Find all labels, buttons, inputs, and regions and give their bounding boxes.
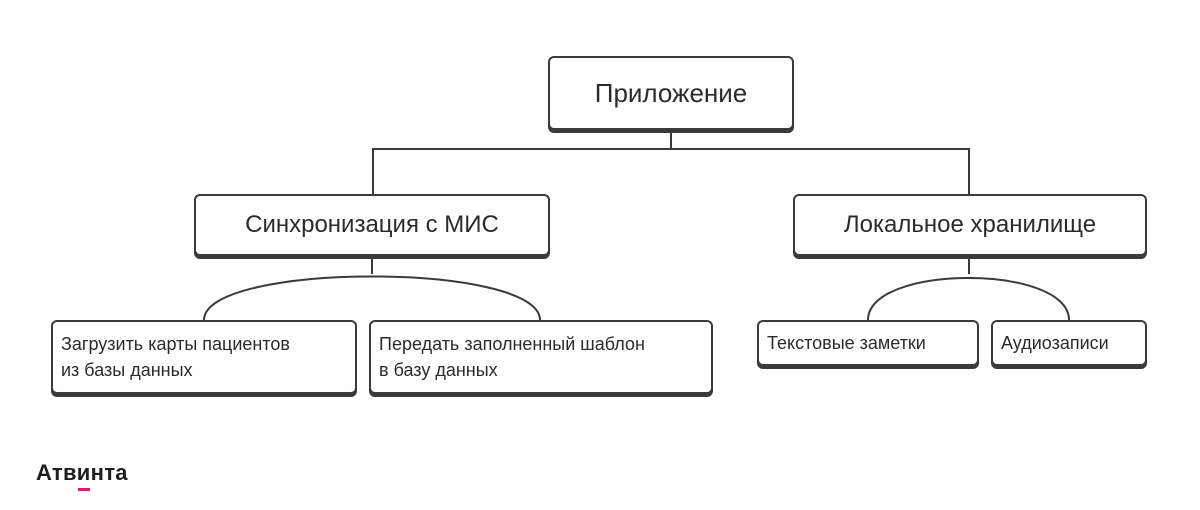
node-sync-mis: Синхронизация с МИС — [194, 194, 550, 256]
node-local-storage-label: Локальное хранилище — [843, 211, 1097, 238]
node-local-storage: Локальное хранилище — [793, 194, 1147, 256]
node-text-notes: Текстовые заметки — [757, 320, 979, 366]
node-audio-recordings: Аудиозаписи — [991, 320, 1147, 366]
node-load-patient-cards-line2: из базы данных — [61, 360, 193, 380]
node-send-template-line1: Передать заполненный шаблон — [379, 334, 645, 354]
brand-logo: Атвинта — [36, 460, 128, 491]
node-sync-mis-label: Синхронизация с МИС — [245, 211, 499, 238]
node-text-notes-label: Текстовые заметки — [767, 333, 926, 353]
node-send-template-line2: в базу данных — [379, 360, 498, 380]
node-load-patient-cards-line1: Загрузить карты пациентов — [61, 334, 290, 354]
brand-logo-start: Атв — [36, 460, 77, 485]
node-send-template: Передать заполненный шаблон в базу данны… — [369, 320, 713, 394]
node-app-label: Приложение — [594, 77, 748, 108]
sync-connector — [203, 258, 541, 321]
local-connector — [867, 258, 1070, 321]
brand-logo-end: нта — [90, 460, 128, 485]
brand-logo-accent: и — [76, 460, 91, 491]
node-app: Приложение — [548, 56, 794, 130]
node-audio-recordings-label: Аудиозаписи — [1001, 333, 1109, 353]
root-connector — [372, 130, 970, 194]
node-load-patient-cards: Загрузить карты пациентов из базы данных — [51, 320, 357, 394]
